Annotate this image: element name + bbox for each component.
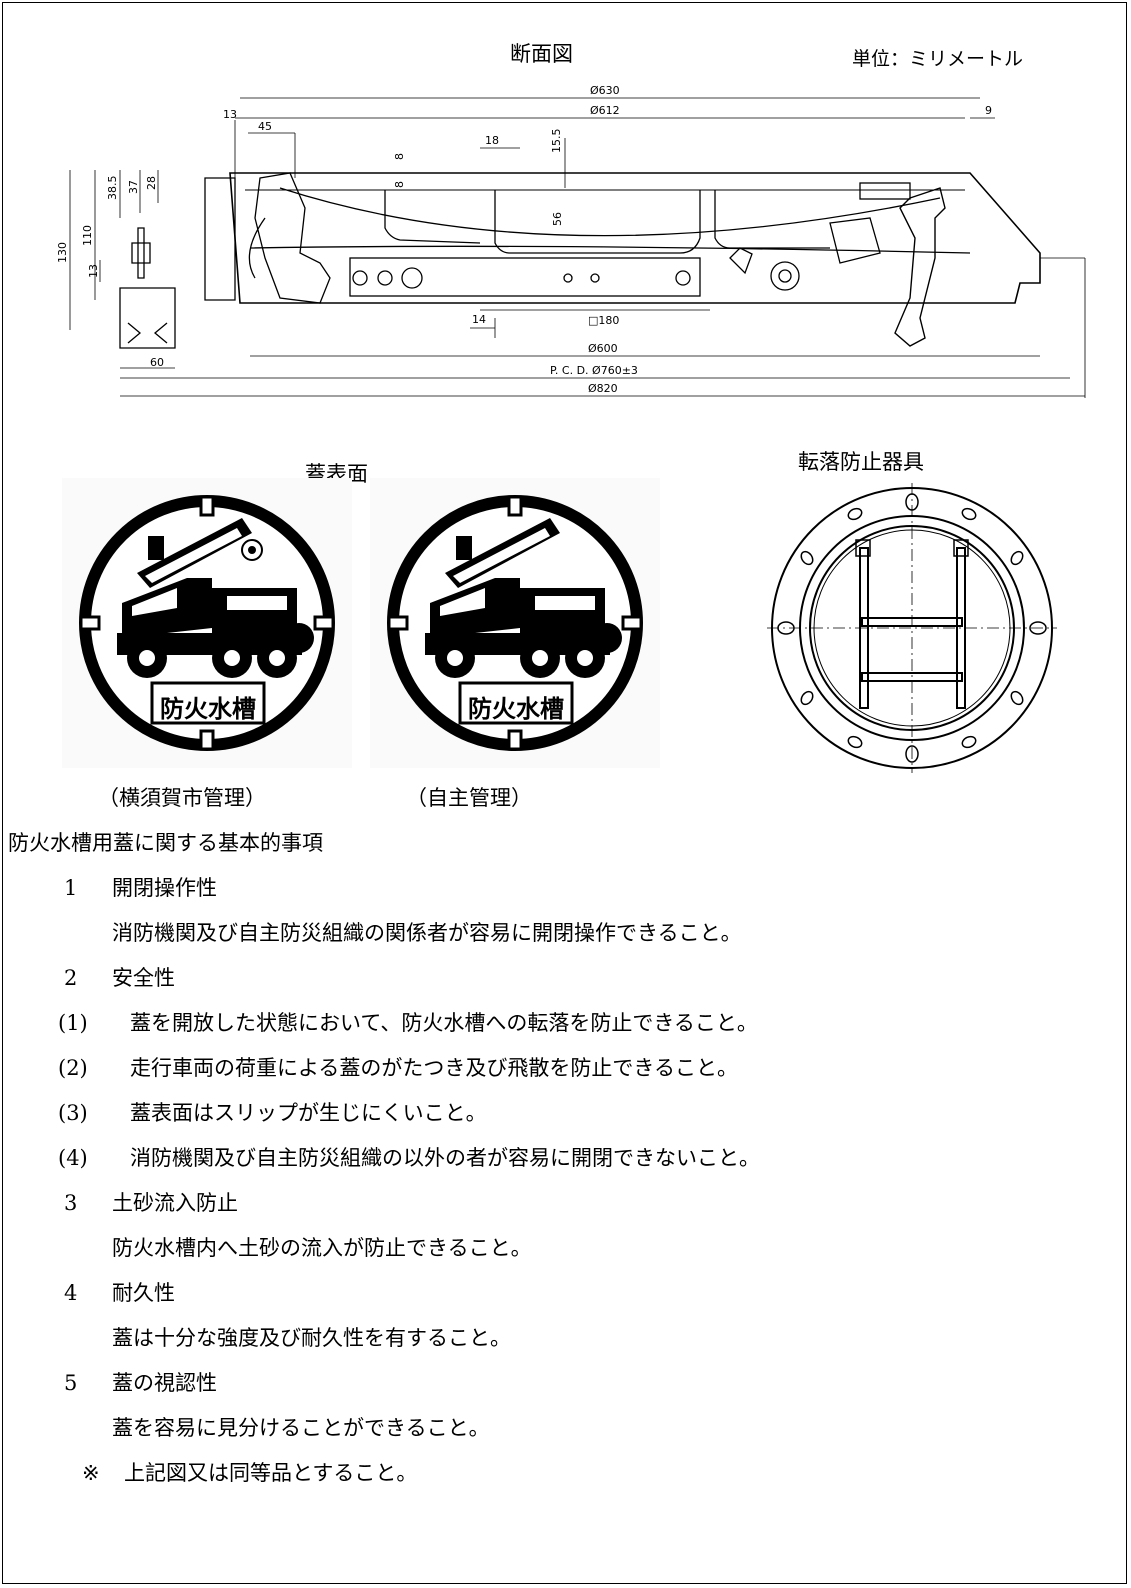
item-body: 消防機関及び自主防災組織の関係者が容易に開閉操作できること。	[112, 921, 742, 945]
dim-600: Ø600	[588, 342, 618, 355]
dim-8b: 8	[393, 181, 406, 188]
item-body: 蓋は十分な強度及び耐久性を有すること。	[112, 1326, 511, 1350]
dim-56: 56	[551, 212, 564, 226]
item-number: 3	[64, 1191, 78, 1215]
cross-section-drawing: Ø630 Ø612 13 45 9 18 15.5 8 8 56 38.5 37…	[56, 84, 1086, 398]
caption-self-managed: （自主管理）	[406, 786, 532, 810]
city-emblem-icon	[241, 539, 263, 561]
dim-630: Ø630	[590, 84, 620, 97]
item-number: 4	[64, 1281, 78, 1305]
lid-image-self: 防火水槽	[370, 478, 660, 768]
requirements-heading: 防火水槽用蓋に関する基本的事項	[8, 831, 323, 855]
dim-38-5: 38.5	[106, 176, 119, 201]
fall-prevention-drawing	[767, 483, 1057, 773]
dim-8a: 8	[393, 153, 406, 160]
dim-15-5: 15.5	[550, 129, 563, 154]
item-body: 防火水槽内へ土砂の流入が防止できること。	[112, 1236, 532, 1260]
dim-820: Ø820	[588, 382, 618, 395]
dim-37: 37	[127, 180, 140, 194]
fall-prevention-title: 転落防止器具	[798, 450, 924, 474]
subitem-text: 蓋表面はスリップが生じにくいこと。	[130, 1101, 487, 1125]
item-number: 1	[64, 876, 78, 900]
dim-60: 60	[150, 356, 164, 369]
dim-13-top: 13	[223, 108, 237, 121]
item-title: 開閉操作性	[112, 876, 217, 900]
dim-13-left: 13	[87, 264, 100, 278]
unit-label: 単位：ミリメートル	[852, 48, 1024, 70]
item-number: 2	[64, 966, 78, 990]
item-title: 安全性	[112, 966, 175, 990]
dim-18: 18	[485, 134, 499, 147]
item-title: 蓋の視認性	[112, 1371, 217, 1395]
subitem-number: (4)	[58, 1146, 88, 1170]
fire-truck-icon	[117, 518, 314, 678]
drawing-title: 断面図	[510, 42, 573, 66]
subitem-text: 蓋を開放した状態において、防火水槽への転落を防止できること。	[130, 1011, 758, 1035]
note-text: 上記図又は同等品とすること。	[124, 1461, 418, 1485]
subitem-text: 走行車両の荷重による蓋のがたつき及び飛散を防止できること。	[130, 1056, 738, 1080]
dim-130: 130	[56, 242, 69, 263]
fire-truck-icon	[425, 518, 622, 678]
lid-plate-text-city: 防火水槽	[160, 695, 256, 723]
dim-28: 28	[145, 176, 158, 190]
subitem-number: (3)	[58, 1101, 88, 1125]
item-title: 土砂流入防止	[112, 1191, 238, 1215]
subitem-number: (1)	[58, 1011, 88, 1035]
subitem-number: (2)	[58, 1056, 88, 1080]
dim-612: Ø612	[590, 104, 620, 117]
lid-image-city: 防火水槽	[62, 478, 352, 768]
caption-city-managed: （横須賀市管理）	[98, 786, 266, 810]
dim-180: □180	[588, 314, 619, 327]
dim-110: 110	[81, 225, 94, 246]
item-body: 蓋を容易に見分けることができること。	[112, 1416, 490, 1440]
dim-9: 9	[985, 104, 992, 117]
dim-45: 45	[258, 120, 272, 133]
note-mark: ※	[82, 1461, 100, 1485]
dim-14: 14	[472, 313, 486, 326]
item-title: 耐久性	[112, 1281, 175, 1305]
subitem-text: 消防機関及び自主防災組織の以外の者が容易に開閉できないこと。	[130, 1146, 760, 1170]
item-number: 5	[64, 1371, 78, 1395]
lid-plate-text-self: 防火水槽	[468, 695, 564, 723]
dim-pcd: P. C. D. Ø760±3	[550, 364, 638, 377]
